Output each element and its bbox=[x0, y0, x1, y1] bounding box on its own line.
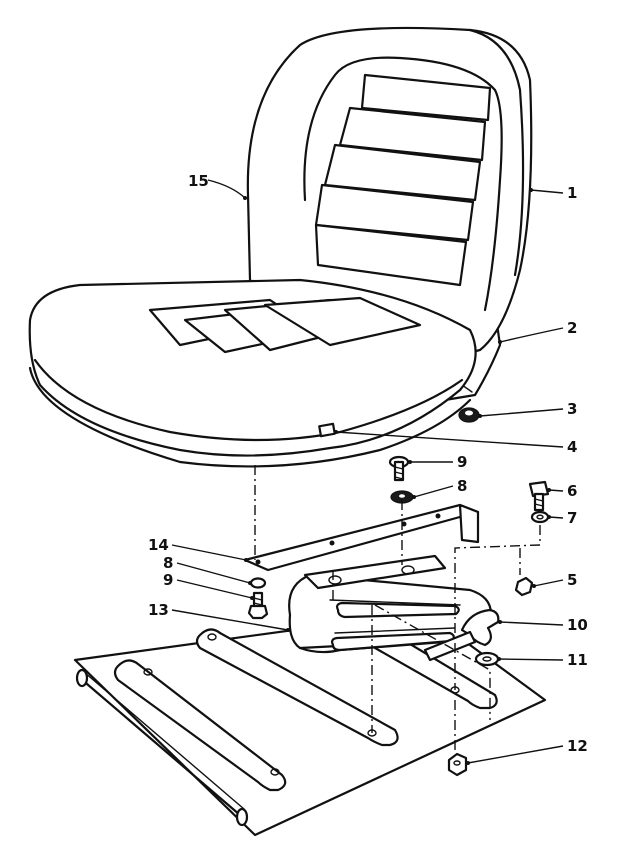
callout-2: 2 bbox=[567, 319, 577, 337]
washer-8-lower bbox=[249, 577, 267, 589]
mounting-plate bbox=[243, 503, 480, 572]
base-plate bbox=[73, 609, 547, 837]
callout-6: 6 bbox=[567, 482, 577, 500]
assembly-centerlines bbox=[254, 465, 541, 752]
callout-labels: 1 2 3 4 5 6 7 8 8 9 9 10 11 12 13 14 15 bbox=[148, 172, 588, 755]
callout-4: 4 bbox=[567, 438, 577, 456]
callout-13: 13 bbox=[148, 601, 169, 619]
callout-14: 14 bbox=[148, 536, 169, 554]
washer-7 bbox=[530, 510, 550, 524]
callout-8-upper: 8 bbox=[457, 477, 467, 495]
grommet-3 bbox=[458, 407, 480, 423]
callout-11: 11 bbox=[567, 651, 588, 669]
bolt-9-upper bbox=[388, 455, 410, 482]
callout-8-lower: 8 bbox=[163, 554, 173, 572]
callout-1: 1 bbox=[567, 184, 577, 202]
callout-3: 3 bbox=[567, 400, 577, 418]
nut-12 bbox=[447, 752, 468, 777]
bolt-6 bbox=[528, 480, 550, 512]
nut-5 bbox=[514, 576, 534, 597]
callout-12: 12 bbox=[567, 737, 588, 755]
callout-15: 15 bbox=[188, 172, 209, 190]
callout-10: 10 bbox=[567, 616, 588, 634]
callout-9-upper: 9 bbox=[457, 453, 467, 471]
callout-7: 7 bbox=[567, 509, 577, 527]
bolt-9-lower bbox=[247, 591, 269, 620]
callout-5: 5 bbox=[567, 571, 577, 589]
knob-10 bbox=[423, 608, 500, 662]
callout-9-lower: 9 bbox=[163, 571, 173, 589]
washer-11 bbox=[474, 651, 500, 667]
seat bbox=[28, 26, 533, 468]
leader-lines bbox=[171, 179, 564, 765]
adjusting-bracket bbox=[288, 554, 492, 654]
